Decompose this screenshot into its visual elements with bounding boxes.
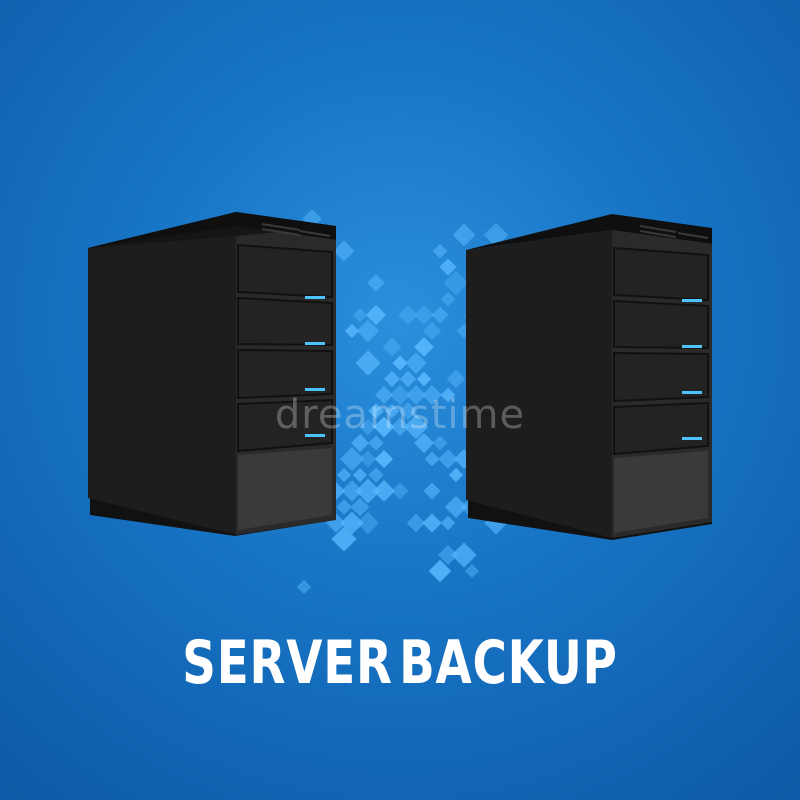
data-pixel: [336, 467, 352, 483]
data-pixel: [416, 371, 432, 387]
data-pixel: [440, 387, 456, 403]
data-pixel: [452, 223, 476, 247]
watermark-text: dreamstime: [274, 392, 526, 438]
server-left-vents: [261, 223, 331, 237]
data-pixel: [331, 526, 357, 552]
server-right-leds: [682, 299, 702, 440]
data-pixel: [413, 432, 435, 454]
data-pixel: [373, 480, 395, 502]
data-pixel: [432, 243, 448, 259]
data-pixel: [424, 451, 440, 467]
data-pixel: [365, 304, 387, 326]
data-pixel: [367, 274, 385, 292]
server-left-leds: [305, 296, 325, 437]
data-pixel: [384, 371, 400, 387]
data-pixel: [437, 544, 459, 566]
data-pixel: [422, 321, 442, 341]
data-pixel: [296, 579, 312, 595]
data-pixel: [344, 323, 360, 339]
data-pixel: [406, 385, 426, 405]
data-pixel: [443, 270, 469, 296]
data-pixel: [446, 369, 466, 389]
data-pixel: [398, 305, 418, 325]
data-pixel: [341, 480, 363, 502]
data-pixel: [448, 467, 464, 483]
data-pixel: [405, 352, 427, 374]
data-pixel: [356, 319, 380, 343]
server-right-vents: [639, 225, 709, 239]
data-pixel: [373, 416, 395, 438]
data-pixel: [352, 467, 368, 483]
data-pixel: [390, 417, 410, 437]
data-pixel: [439, 258, 457, 276]
data-pixel: [382, 337, 402, 357]
data-pixel: [431, 306, 449, 324]
data-pixel: [350, 497, 370, 517]
data-pixel: [368, 467, 384, 483]
data-pixel: [352, 307, 368, 323]
data-pixel: [333, 240, 355, 262]
server-tower-left: [88, 212, 336, 536]
data-pixel: [355, 350, 381, 376]
data-pixel: [423, 482, 441, 500]
data-pixel: [451, 542, 477, 568]
caption-word-backup: BACKUP: [399, 628, 618, 698]
data-pixel: [389, 384, 411, 406]
data-pixel: [398, 401, 418, 421]
data-pixel: [368, 435, 384, 451]
data-pixel: [444, 495, 468, 519]
caption-word-server: SERVER: [182, 628, 393, 698]
data-pixel: [422, 513, 442, 533]
data-pixel: [359, 418, 377, 436]
data-pixel: [374, 449, 394, 469]
data-pixel: [391, 482, 409, 500]
data-pixel: [440, 291, 456, 307]
data-pixel: [438, 449, 458, 469]
data-pixel: [406, 513, 426, 533]
data-pixel: [336, 499, 352, 515]
data-pixel: [399, 370, 417, 388]
data-pixel: [392, 355, 408, 371]
data-pixel: [351, 434, 369, 452]
data-pixel: [403, 414, 429, 440]
data-pixel: [339, 446, 365, 472]
data-pixel: [359, 450, 377, 468]
server-tower-right: [466, 214, 712, 540]
data-pixel: [356, 511, 380, 535]
data-pixel: [384, 403, 400, 419]
data-pixel: [355, 478, 381, 504]
data-pixel: [368, 403, 384, 419]
data-pixel: [440, 515, 456, 531]
data-pixel: [414, 305, 434, 325]
data-pixel: [464, 563, 480, 579]
server-left-bays: [237, 243, 333, 530]
server-right-bays: [613, 246, 709, 533]
